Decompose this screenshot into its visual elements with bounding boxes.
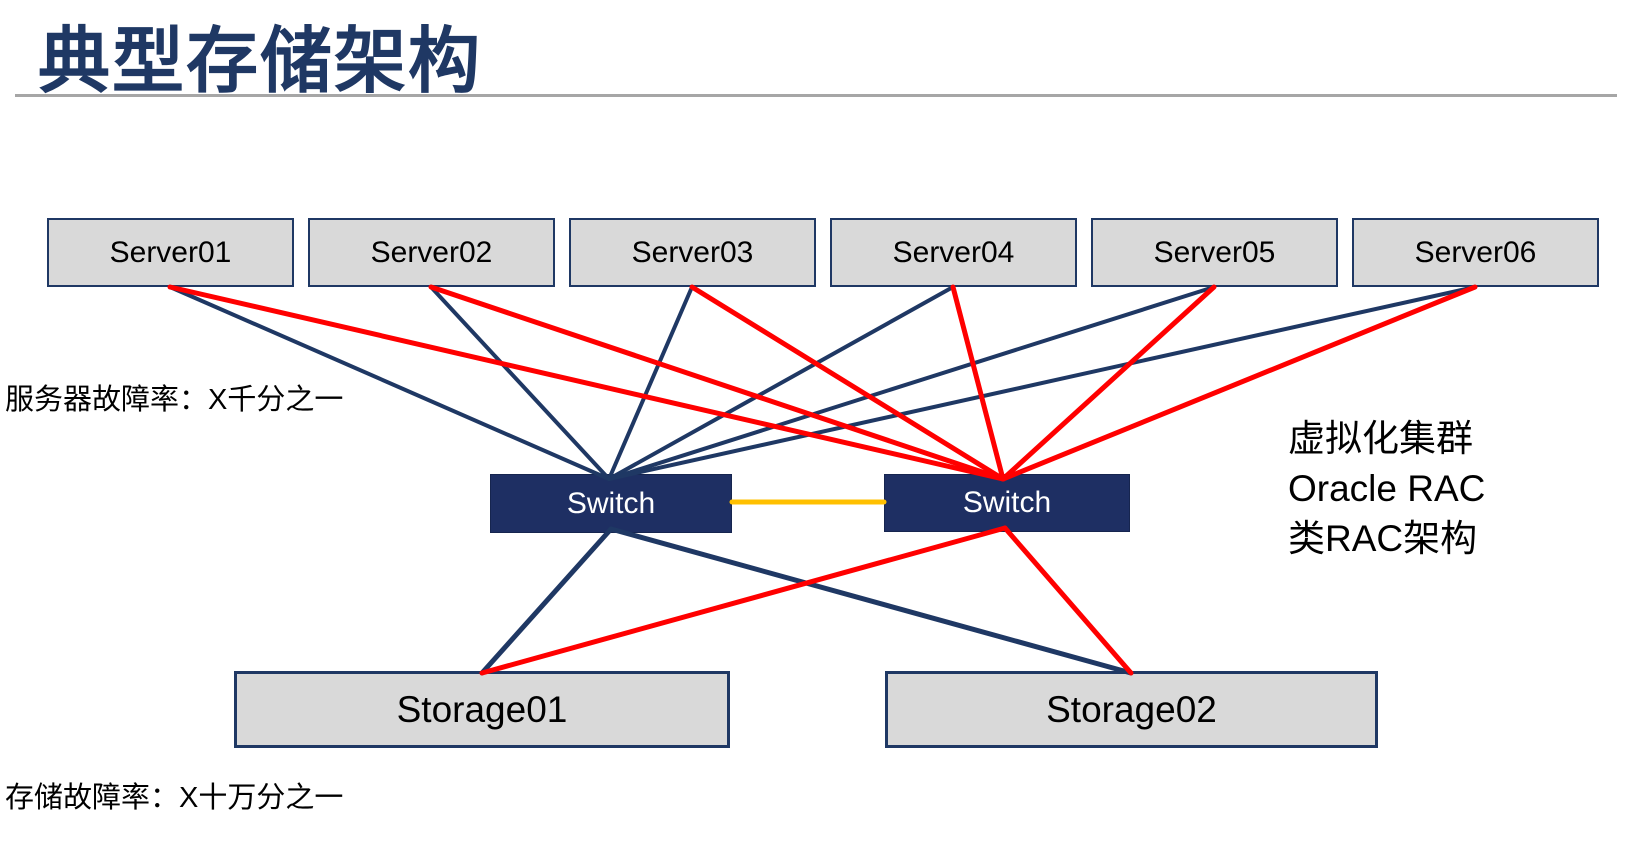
server-label: Server03 [631,235,754,269]
cluster-annotation: 虚拟化集群 Oracle RAC 类RAC架构 [1288,414,1485,564]
server-label: Server05 [1153,235,1276,269]
server-box-5: Server05 [1091,218,1338,287]
server-box-4: Server04 [830,218,1077,287]
storage-box-2: Storage02 [885,671,1378,748]
switch-box-left: Switch [490,474,732,533]
red-link-switch-right-storage2 [1002,525,1134,676]
navy-link-switch-left-storage1 [479,526,614,676]
server-failure-rate-label: 服务器故障率：X千分之一 [5,384,344,416]
server-box-3: Server03 [569,218,816,287]
annotation-line-1: 虚拟化集群 [1288,418,1473,459]
page-title: 典型存储架构 [38,22,483,102]
annotation-line-2: Oracle RAC [1288,468,1486,509]
red-link-server3-switch-right [689,284,1006,482]
red-link-server5-switch-right [1000,284,1217,482]
navy-link-server2-switch-left [429,285,611,481]
red-link-switch-right-storage1 [479,525,1008,676]
annotation-line-3: 类RAC架构 [1288,518,1478,559]
server-label: Server04 [892,235,1015,269]
navy-link-server4-switch-left [607,285,955,481]
switch-label: Switch [566,486,656,520]
navy-link-server5-switch-left [607,285,1216,481]
server-box-2: Server02 [308,218,555,287]
server-label: Server06 [1414,235,1537,269]
storage-box-1: Storage01 [234,671,730,748]
server-box-1: Server01 [47,218,294,287]
navy-link-switch-left-storage2 [608,526,1134,676]
server-label: Server02 [370,235,493,269]
navy-link-server3-switch-left [607,285,694,481]
server-label: Server01 [109,235,232,269]
storage-label: Storage01 [396,688,568,730]
storage-label: Storage02 [1046,688,1217,730]
switch-box-right: Switch [884,474,1130,532]
red-link-server4-switch-right [950,284,1006,482]
switch-label: Switch [962,486,1052,519]
title-underline [15,94,1617,97]
red-link-server2-switch-right [428,284,1006,482]
server-box-6: Server06 [1352,218,1599,287]
storage-failure-rate-label: 存储故障率：X十万分之一 [5,782,344,814]
